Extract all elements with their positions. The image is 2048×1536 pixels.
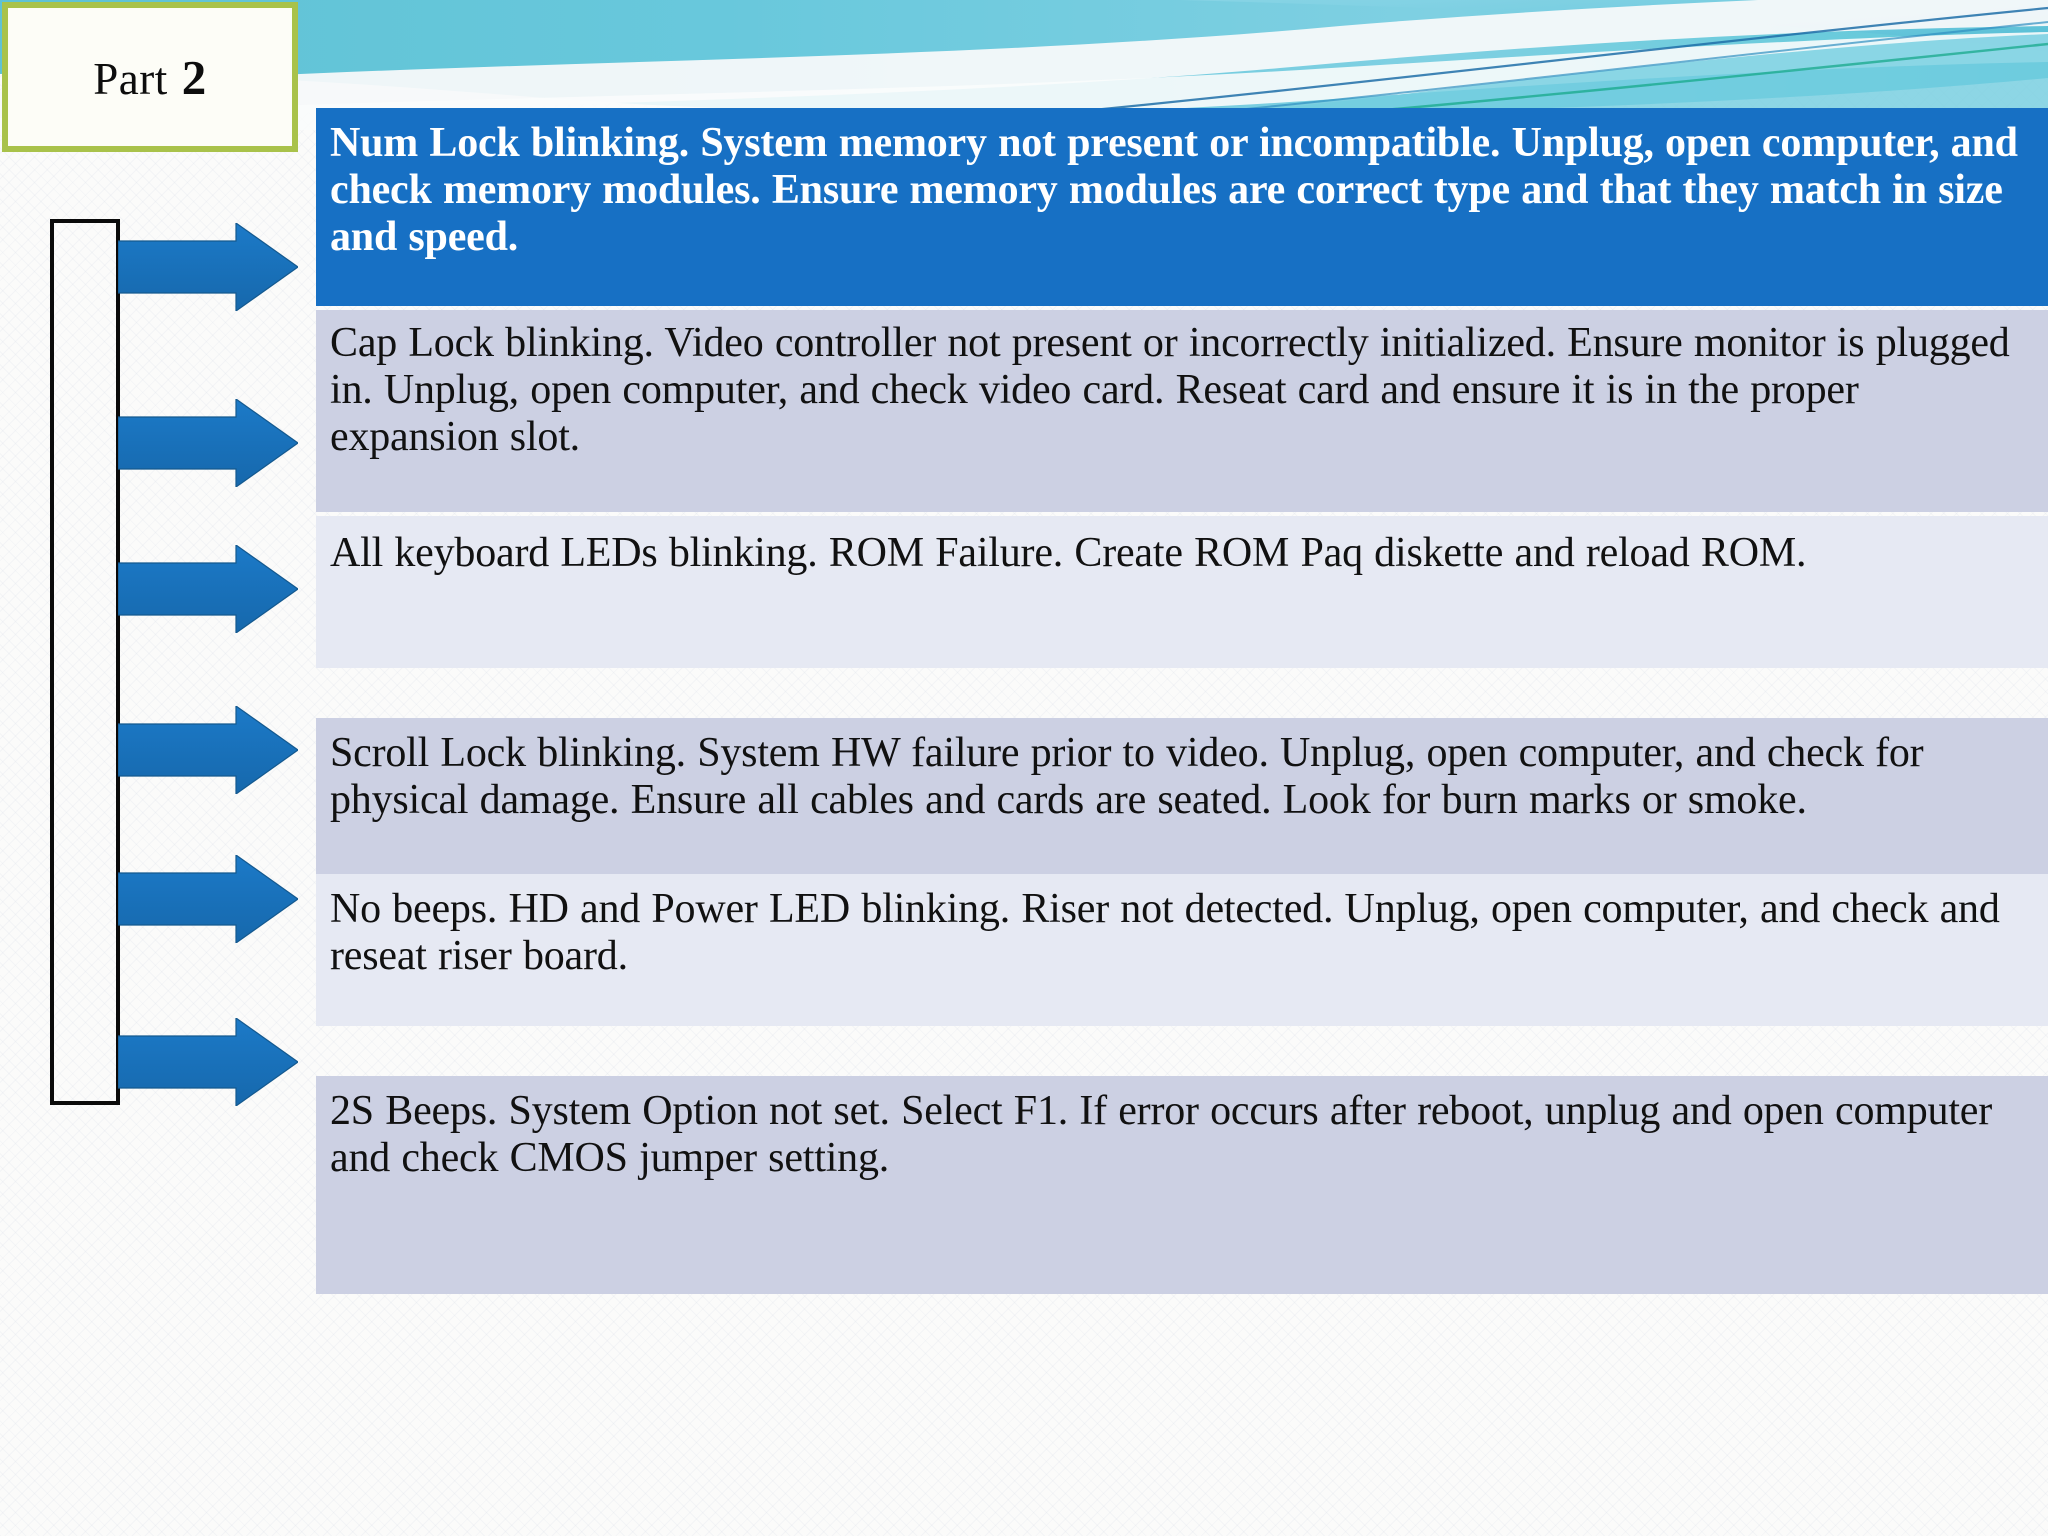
error-code-list: Num Lock blinking. System memory not pre… [316,108,2048,1294]
row-spacer-upper [316,668,2048,718]
list-item-two-s-beeps: 2S Beeps. System Option not set. Select … [316,1076,2048,1182]
row-spacer-lower [316,1026,2048,1076]
arrow-right-icon-row-6 [118,1018,298,1106]
page-title-label: Part [93,53,168,104]
list-item-all-keyboard-leds: All keyboard LEDs blinking. ROM Failure.… [316,516,2048,668]
left-grouping-bracket [50,219,120,1105]
arrow-right-icon-row-2 [118,399,298,487]
part-title-box: Part 2 [2,2,298,152]
decorative-wave-banner [0,0,2048,132]
list-item-scroll-lock: Scroll Lock blinking. System HW failure … [316,718,2048,874]
page-title-number: 2 [181,49,207,105]
list-item-cap-lock: Cap Lock blinking. Video controller not … [316,310,2048,512]
list-item-num-lock: Num Lock blinking. System memory not pre… [316,108,2048,306]
arrow-right-icon-row-3 [118,545,298,633]
arrow-right-icon-row-4 [118,706,298,794]
arrow-right-icon-row-1 [118,223,298,311]
arrow-right-icon-row-5 [118,855,298,943]
page-title: Part 2 [93,49,207,106]
list-item-no-beeps: No beeps. HD and Power LED blinking. Ris… [316,874,2048,1026]
list-bottom-filler [316,1182,2048,1294]
